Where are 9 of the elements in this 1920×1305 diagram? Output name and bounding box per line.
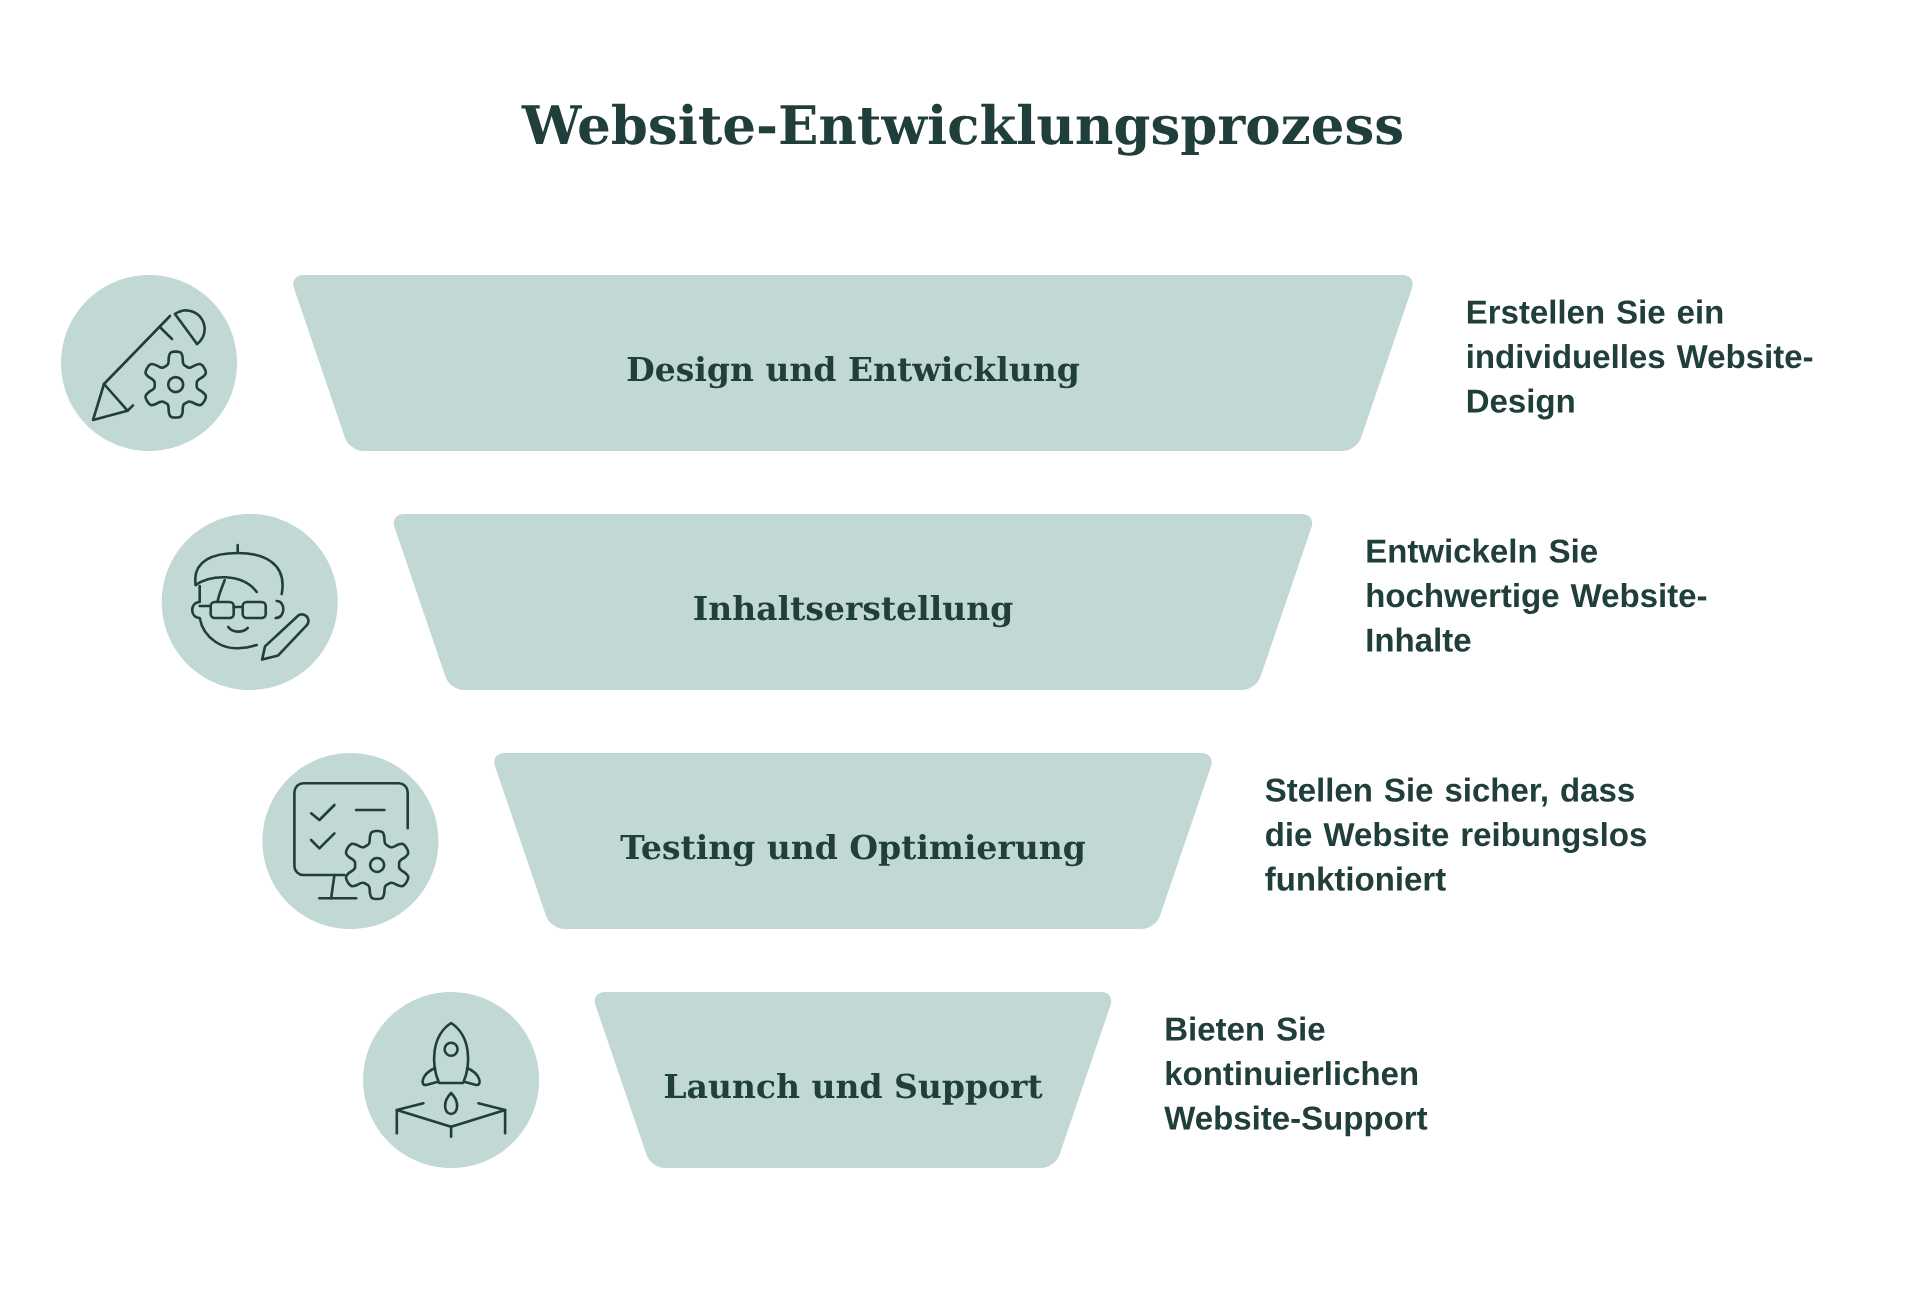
stage-description: Bieten Sie kontinuierlichen Website-Support [1164, 1016, 1428, 1137]
stage-description: Entwickeln Sie hochwertige Website-Inhalte [1367, 538, 1707, 652]
stage-description: Stellen Sie sicher, dass die Website reibungslos funktioniert [1265, 777, 1646, 891]
funnel-stage: Inhaltserstellung [393, 514, 1313, 690]
stage-description: Erstellen Sie ein individuelles Website-Design [1467, 299, 1813, 420]
funnel-stage: Testing und Optimierung [494, 753, 1212, 929]
title: Website-Entwicklungsprozess [521, 103, 1402, 156]
funnel-stage: Launch und Support [594, 992, 1112, 1168]
funnel-stage: Design und Entwicklung [293, 275, 1413, 451]
